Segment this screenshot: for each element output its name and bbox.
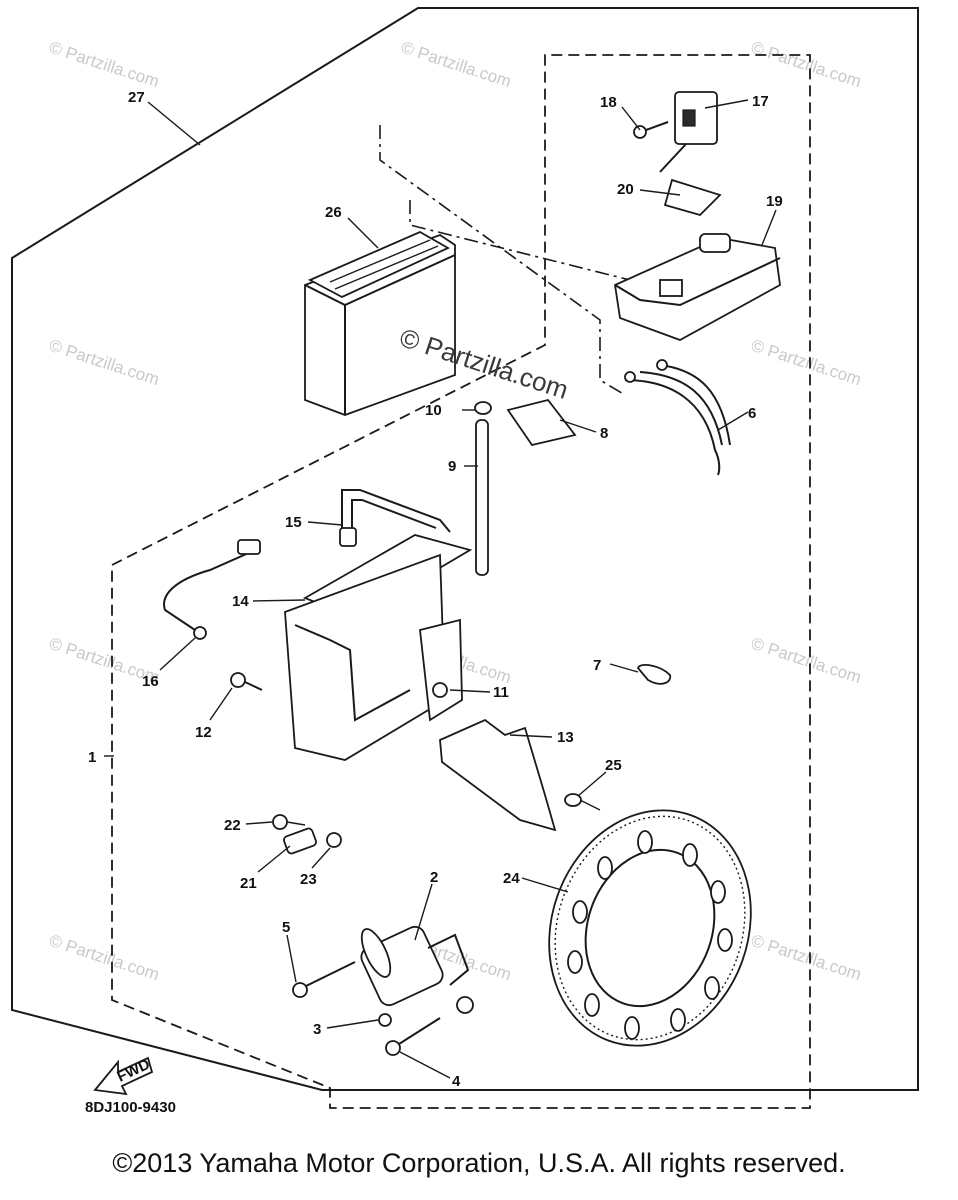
bolt-4 xyxy=(385,1017,441,1056)
parts-diagram: © Partzilla.com © Partzilla.com © Partzi… xyxy=(11,7,919,1116)
group-outline-inner xyxy=(379,125,626,396)
battery-cable xyxy=(163,539,261,640)
watermark-text: © Partzilla.com xyxy=(47,336,162,389)
callout-label: 16 xyxy=(142,673,159,690)
callout-label: 3 xyxy=(313,1021,321,1038)
battery-band xyxy=(339,489,451,547)
collar xyxy=(474,401,492,415)
watermark-text: © Partzilla.com xyxy=(749,931,864,984)
callout-label: 10 xyxy=(425,402,442,419)
relay-bracket xyxy=(663,178,722,217)
copyright-notice: ©2013 Yamaha Motor Corporation, U.S.A. A… xyxy=(112,1148,846,1178)
watermark-text: © Partzilla.com xyxy=(47,38,162,91)
callout-label: 26 xyxy=(325,204,342,221)
callout-label: 20 xyxy=(617,181,634,198)
bolt-25 xyxy=(564,793,601,811)
insulator-sheet xyxy=(439,718,557,832)
starter-relay xyxy=(659,91,718,173)
clamp-21 xyxy=(283,827,317,855)
wire-harness xyxy=(624,359,731,476)
bolt-5 xyxy=(292,961,356,998)
callout-label: 9 xyxy=(448,458,456,475)
fwd-arrow-icon: FWD xyxy=(93,1056,154,1096)
group-outline-inner-2 xyxy=(409,200,631,281)
watermark-text: © Partzilla.com xyxy=(47,931,162,984)
callout-label: 13 xyxy=(557,729,574,746)
callout-label: 11 xyxy=(493,684,509,701)
watermark-text: © Partzilla.com xyxy=(749,38,864,91)
watermark-text: © Partzilla.com xyxy=(749,634,864,687)
callout-label: 5 xyxy=(282,919,290,936)
group-outline-1 xyxy=(111,54,811,1109)
fuse-box xyxy=(614,233,781,341)
callout-label: 4 xyxy=(452,1073,461,1090)
rod xyxy=(475,419,489,576)
callout-label: 17 xyxy=(752,93,769,110)
watermark-text: © Partzilla.com xyxy=(749,336,864,389)
callout-label: 12 xyxy=(195,724,212,741)
bolt-22 xyxy=(272,814,306,830)
battery-pad xyxy=(506,398,577,447)
watermark-layer: © Partzilla.com © Partzilla.com © Partzi… xyxy=(47,38,864,984)
drawing-code: 8DJ100-9430 xyxy=(85,1099,176,1116)
callout-label: 23 xyxy=(300,871,317,888)
callout-label: 25 xyxy=(605,757,622,774)
leader-lines xyxy=(104,99,777,1079)
watermark-text: © Partzilla.com xyxy=(399,38,514,91)
relay-bolt xyxy=(633,121,669,139)
kit-outline xyxy=(11,7,919,1091)
callout-label: 22 xyxy=(224,817,241,834)
callout-label: 27 xyxy=(128,89,145,106)
callout-label: 2 xyxy=(430,869,438,886)
callout-labels: 27 26 18 17 20 19 10 8 9 6 15 14 16 12 1… xyxy=(88,89,783,1090)
battery xyxy=(304,230,456,416)
callout-label: 8 xyxy=(600,425,608,442)
starter-motor xyxy=(360,925,474,1014)
callout-label: 15 xyxy=(285,514,302,531)
battery-case xyxy=(284,553,463,761)
callout-label: 21 xyxy=(240,875,257,892)
callout-label: 7 xyxy=(593,657,601,674)
callout-label: 14 xyxy=(232,593,249,610)
callout-label: 18 xyxy=(600,94,617,111)
nut-3 xyxy=(378,1013,392,1027)
wire-clamp xyxy=(636,664,672,685)
nut-23 xyxy=(326,832,342,848)
callout-label: 19 xyxy=(766,193,783,210)
callout-label: 1 xyxy=(88,749,96,766)
rotor-disc xyxy=(548,809,752,1047)
callout-label: 24 xyxy=(503,870,520,887)
bolt-12 xyxy=(230,672,263,691)
callout-label: 6 xyxy=(748,405,756,422)
